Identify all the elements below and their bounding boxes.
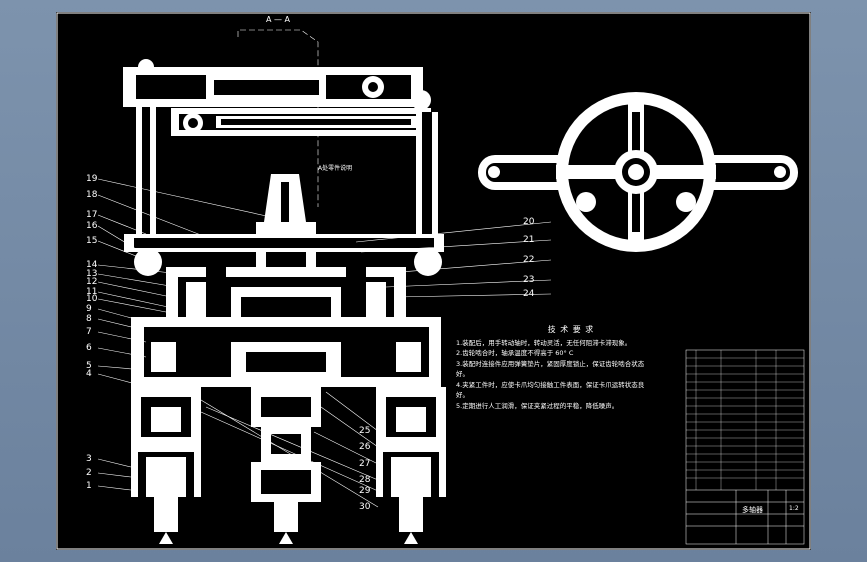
part-label-8: 8 <box>86 314 92 324</box>
part-label-13: 13 <box>86 269 98 279</box>
part-label-10: 10 <box>86 294 98 304</box>
center-tool-holder <box>251 387 321 544</box>
part-label-21: 21 <box>523 235 535 245</box>
technical-notes: 技 术 要 求 1.装配后，用手转动轴时，转动灵活，无任何阻滞卡滞现象。 2.齿… <box>456 325 686 411</box>
vertical-rods <box>136 107 438 237</box>
part-label-14: 14 <box>86 260 98 270</box>
part-label-20: 20 <box>523 217 535 227</box>
part-label-15: 15 <box>86 236 98 246</box>
left-tool-holder <box>131 387 201 544</box>
title-block-scale: 1:2 <box>789 505 799 512</box>
top-frame <box>123 59 431 136</box>
part-label-2: 2 <box>86 468 92 478</box>
part-label-1: 1 <box>86 481 92 491</box>
gearbox-body <box>131 262 441 387</box>
tech-note-line: 好。 <box>456 370 469 378</box>
tech-note-line: 3.装配时连接件应用弹簧垫片，紧固厚度锁止，保证齿轮啮合状态 <box>456 359 645 368</box>
part-label-7: 7 <box>86 327 92 337</box>
part-label-23: 23 <box>523 275 535 285</box>
leader-lines <box>97 178 552 508</box>
annotation-a: A处零件说明 <box>318 165 353 172</box>
part-label-30: 30 <box>359 502 371 512</box>
title-block-name: 多轴器 <box>742 506 763 514</box>
tech-note-line: 4.夹紧工件时，应使卡爪均匀接触工件表面，保证卡爪运转状态良 <box>456 380 645 389</box>
part-label-27: 27 <box>359 459 371 469</box>
part-label-22: 22 <box>523 255 535 265</box>
part-label-18: 18 <box>86 190 98 200</box>
part-label-16: 16 <box>86 221 98 231</box>
part-label-4: 4 <box>86 369 92 379</box>
part-label-3: 3 <box>86 454 92 464</box>
part-label-29: 29 <box>359 486 371 496</box>
part-label-24: 24 <box>523 289 535 299</box>
parts-list-rows <box>686 350 804 490</box>
part-label-28: 28 <box>359 475 371 485</box>
title-block <box>685 349 805 545</box>
tech-notes-title: 技 术 要 求 <box>547 325 595 334</box>
part-label-26: 26 <box>359 442 371 452</box>
tech-note-line: 5.定期进行人工润滑，保证夹紧过程的平稳，降低噪声。 <box>456 401 619 410</box>
part-label-6: 6 <box>86 343 92 353</box>
tech-note-line: 1.装配后，用手转动轴时，转动灵活，无任何阻滞卡滞现象。 <box>456 338 632 347</box>
part-label-19: 19 <box>86 174 98 184</box>
part-label-12: 12 <box>86 277 98 287</box>
part-label-5: 5 <box>86 361 92 371</box>
right-tool-holder <box>376 387 446 544</box>
part-label-11: 11 <box>86 287 98 297</box>
section-label: A — A <box>266 15 291 24</box>
part-label-25: 25 <box>359 426 371 436</box>
tech-note-line: 好。 <box>456 391 469 399</box>
part-label-17: 17 <box>86 210 98 220</box>
tech-note-line: 2.齿轮啮合时，轴承温度不得高于 60° C <box>456 349 574 357</box>
sheet-border <box>56 12 811 550</box>
top-view-wheel <box>478 92 798 252</box>
part-label-9: 9 <box>86 304 92 314</box>
cad-drawing <box>56 12 811 550</box>
